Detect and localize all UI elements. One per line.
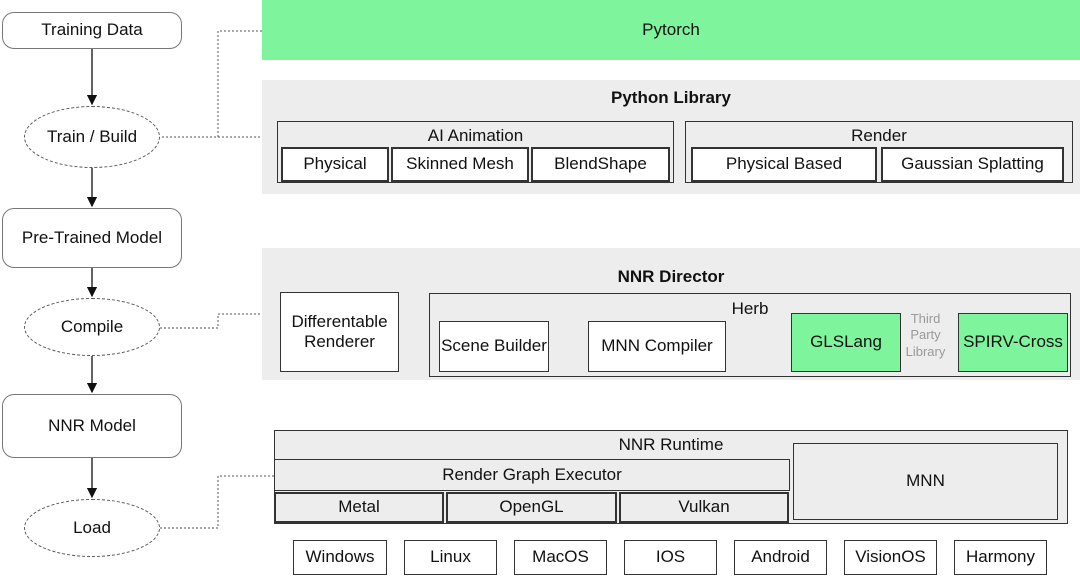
platform-windows-label: Windows [305, 547, 375, 567]
nnr-model-label: NNR Model [48, 415, 136, 435]
compile-label: Compile [60, 316, 124, 336]
physical-based-label: Physical Based [725, 154, 843, 174]
physical-label: Physical [303, 154, 367, 174]
gaussian-splatting-label: Gaussian Splatting [901, 154, 1044, 174]
physical-cell: Physical [281, 147, 389, 182]
herb-title: Herb [731, 299, 769, 318]
platform-android: Android [734, 540, 827, 575]
nnr-runtime-title: NNR Runtime [618, 435, 724, 454]
herb-group [429, 293, 1071, 377]
metal-cell: Metal [274, 492, 444, 523]
spirv-cross-label: SPIRV-Cross [963, 332, 1063, 352]
mnn-compiler-label: MNN Compiler [601, 336, 713, 356]
nnr-director-title: NNR Director [617, 267, 725, 286]
compile-step: Compile [24, 298, 160, 356]
blendshape-label: BlendShape [554, 154, 647, 174]
scene-builder-box: Scene Builder [439, 321, 549, 372]
mnn-compiler-box: MNN Compiler [588, 321, 726, 372]
opengl-label: OpenGL [499, 497, 564, 517]
pytorch-label: Pytorch [642, 19, 700, 39]
mnn-box: MNN [793, 443, 1058, 520]
spirv-cross-box: SPIRV-Cross [958, 313, 1068, 372]
platform-windows: Windows [293, 540, 387, 575]
nnr-model-box: NNR Model [2, 394, 182, 458]
platform-ios: IOS [624, 540, 717, 575]
load-step: Load [24, 499, 160, 557]
load-label: Load [73, 517, 111, 537]
train-build-step: Train / Build [24, 106, 160, 168]
opengl-cell: OpenGL [446, 492, 617, 523]
glslang-label: GLSLang [810, 332, 882, 352]
dotted-link-nnr-runtime [160, 475, 274, 529]
metal-label: Metal [338, 497, 380, 517]
differentiable-renderer-label: Differentable Renderer [291, 311, 388, 351]
glslang-box: GLSLang [791, 313, 901, 372]
skinned-mesh-label: Skinned Mesh [406, 154, 514, 174]
render-graph-executor-box: Render Graph Executor [274, 459, 790, 491]
pretrained-model-box: Pre-Trained Model [2, 208, 182, 268]
training-data-label: Training Data [41, 20, 143, 40]
platform-linux: Linux [404, 540, 497, 575]
scene-builder-label: Scene Builder [441, 336, 547, 356]
train-build-label: Train / Build [46, 126, 138, 146]
training-data-box: Training Data [2, 12, 182, 49]
vulkan-cell: Vulkan [619, 492, 789, 523]
gaussian-splatting-cell: Gaussian Splatting [881, 147, 1064, 182]
skinned-mesh-cell: Skinned Mesh [391, 147, 529, 182]
ai-animation-group [277, 121, 674, 183]
blendshape-cell: BlendShape [531, 147, 670, 182]
platform-linux-label: Linux [430, 547, 471, 567]
render-title: Render [851, 126, 907, 145]
pytorch-bar: Pytorch [262, 0, 1080, 60]
pretrained-model-label: Pre-Trained Model [21, 227, 163, 247]
platform-visionos: VisionOS [844, 540, 937, 575]
vulkan-label: Vulkan [678, 497, 730, 517]
render-graph-executor-label: Render Graph Executor [442, 464, 622, 484]
ai-animation-title: AI Animation [427, 126, 524, 145]
platform-macos: MacOS [514, 540, 607, 575]
render-group [685, 121, 1073, 183]
mnn-label: MNN [906, 471, 945, 491]
platform-android-label: Android [751, 547, 810, 567]
platform-visionos-label: VisionOS [855, 547, 926, 567]
differentiable-renderer-box: Differentable Renderer [280, 292, 399, 372]
third-party-note: Third Party Library [905, 311, 946, 359]
python-library-title: Python Library [611, 88, 731, 107]
platform-ios-label: IOS [655, 547, 686, 567]
platform-harmony: Harmony [954, 540, 1047, 575]
platform-harmony-label: Harmony [966, 547, 1035, 567]
physical-based-cell: Physical Based [691, 147, 877, 182]
dotted-link-nnr-director [160, 313, 262, 329]
platform-macos-label: MacOS [532, 547, 589, 567]
